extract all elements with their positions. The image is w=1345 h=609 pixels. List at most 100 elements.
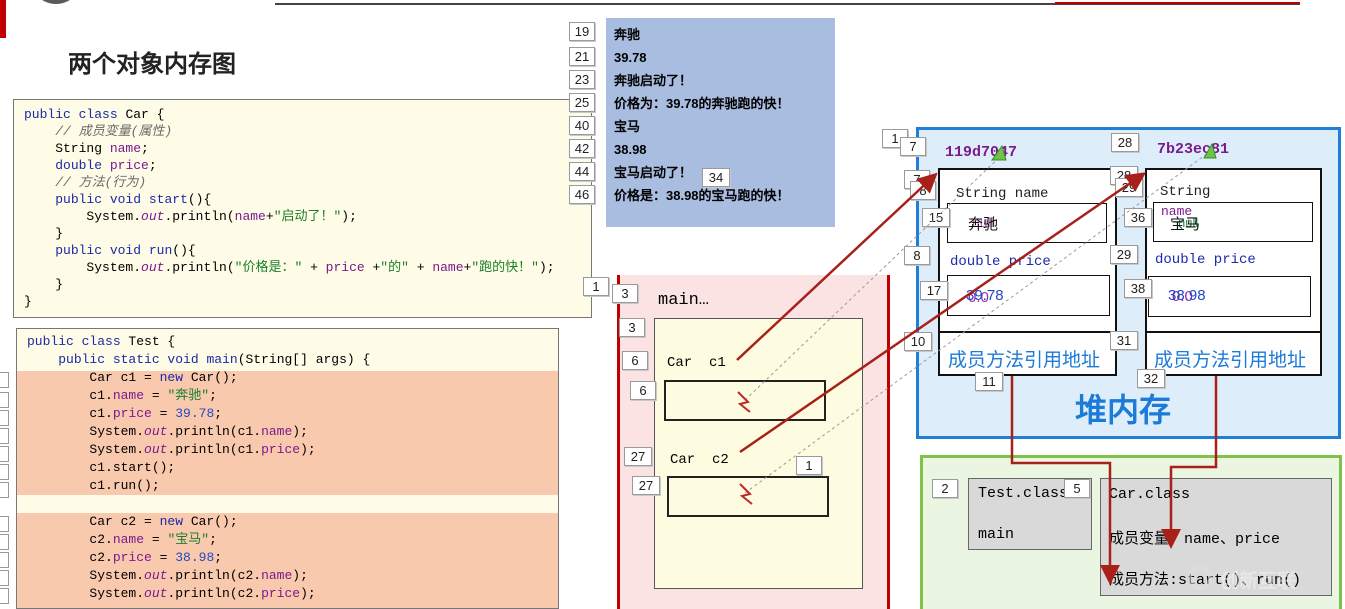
code-line: System.out.println(c1.price); bbox=[27, 442, 316, 457]
object2-name-value: 宝马 bbox=[1170, 216, 1201, 233]
step-marker: 46 bbox=[569, 185, 595, 204]
code-line: } bbox=[24, 294, 32, 309]
code-line: c1.start(); bbox=[27, 460, 176, 475]
object1-name-old-value: null bbox=[972, 214, 994, 230]
code-line: public void run(){ bbox=[55, 243, 196, 258]
code-line: String name; bbox=[24, 141, 149, 156]
code-line: c2.price = 38.98; bbox=[27, 550, 223, 565]
car-class-code-box: public class Car { // 成员变量(属性) String na… bbox=[13, 99, 592, 318]
step-marker: 40 bbox=[569, 116, 595, 135]
top-rule-red-segment bbox=[1055, 2, 1300, 4]
step-marker: 8 bbox=[904, 246, 930, 265]
step-marker: 3 bbox=[612, 284, 638, 303]
code-comment: // 方法(行为) bbox=[24, 175, 147, 190]
step-marker: 23 bbox=[569, 70, 595, 89]
watermark-text: 创新互联 bbox=[1220, 570, 1297, 592]
step-marker: 3 bbox=[619, 318, 645, 337]
object1-price-slot bbox=[947, 275, 1110, 316]
car-class-box bbox=[1100, 478, 1332, 596]
var-c1-label: Car c1 bbox=[667, 355, 726, 371]
step-marker: 27 bbox=[624, 447, 652, 466]
step-marker: 5 bbox=[1064, 479, 1090, 498]
heap-object-1-methods-row bbox=[938, 331, 1117, 376]
object2-method-ref-arrow bbox=[1161, 376, 1218, 549]
code-line: public static void main(String[] args) { bbox=[58, 352, 371, 367]
test-class-code-box: public class Test { public static void m… bbox=[16, 328, 559, 609]
object1-name-value: 奔驰 bbox=[968, 216, 999, 233]
green-flag-icon bbox=[991, 144, 1007, 161]
step-marker: 21 bbox=[569, 47, 595, 66]
step-marker: 25 bbox=[569, 93, 595, 112]
dashed-ref-line bbox=[744, 149, 1213, 494]
object2-name-old-value: null bbox=[1178, 215, 1199, 230]
step-marker: 10 bbox=[904, 332, 932, 351]
object2-price-old-value: 0.0 bbox=[1172, 288, 1193, 305]
output-line: 价格为：39.78的奔驰跑的快！ bbox=[614, 96, 790, 111]
object2-price-field-label: double price bbox=[1155, 252, 1256, 268]
step-marker: 2 bbox=[932, 479, 958, 498]
highlight-block-c1 bbox=[17, 371, 558, 495]
code-line: c1.price = 39.78; bbox=[27, 406, 223, 421]
output-line: 38.98 bbox=[614, 142, 647, 157]
step-marker: 17 bbox=[920, 281, 948, 300]
step-marker: 6 bbox=[630, 381, 656, 400]
code-line: public class Car { bbox=[24, 107, 165, 122]
step-marker: 1 bbox=[583, 277, 609, 296]
object1-method-ref-arrow bbox=[1010, 376, 1120, 585]
step-marker: 6 bbox=[622, 351, 648, 370]
object2-name-slot bbox=[1153, 202, 1313, 242]
code-line: c2.name = "宝马"; bbox=[27, 532, 217, 547]
c1-reference-arrow bbox=[736, 172, 938, 361]
clipped-step-markers bbox=[0, 370, 10, 609]
top-left-accent-bar bbox=[0, 0, 6, 38]
step-marker: 1 bbox=[796, 456, 822, 475]
test-class-name: Test.class bbox=[978, 485, 1069, 502]
var-c2-label: Car c2 bbox=[670, 452, 729, 468]
code-line: System.out.println("价格是：" + price +"的" +… bbox=[24, 260, 555, 275]
output-line: 奔驰启动了！ bbox=[614, 73, 693, 88]
output-line: 价格是：38.98的宝马跑的快！ bbox=[614, 188, 790, 203]
step-marker: 38 bbox=[1124, 279, 1152, 298]
object2-name-field-type: String bbox=[1160, 184, 1211, 200]
console-output-box: 奔驰 39.78 奔驰启动了！ 价格为：39.78的奔驰跑的快！ 宝马 38.9… bbox=[606, 18, 835, 227]
output-line: 宝马启动了！ bbox=[614, 165, 693, 180]
watermark-mark bbox=[1188, 566, 1212, 590]
reference-lightning-icon bbox=[739, 483, 753, 505]
object2-name-field-name: name bbox=[1161, 204, 1193, 219]
step-marker: 11 bbox=[975, 372, 1003, 391]
code-line: } bbox=[24, 277, 64, 292]
object2-price-slot bbox=[1148, 276, 1311, 317]
output-line: 宝马 bbox=[614, 119, 641, 134]
heap-object-2-methods-row bbox=[1145, 331, 1322, 376]
main-stack-frame bbox=[654, 318, 863, 589]
step-marker: 44 bbox=[569, 162, 595, 181]
code-line: } bbox=[24, 226, 64, 241]
object1-name-field-label: String name bbox=[956, 186, 1049, 202]
watermark-logo: 创新互联 bbox=[1186, 562, 1336, 596]
c2-reference-arrow bbox=[739, 172, 1147, 454]
object2-methods-ref: 成员方法引用地址 bbox=[1154, 349, 1307, 371]
output-line: 奔驰 bbox=[614, 27, 641, 42]
step-marker: 34 bbox=[702, 168, 730, 187]
output-line: 39.78 bbox=[614, 50, 647, 65]
heap-label: 堆内存 bbox=[1075, 391, 1172, 429]
object2-price-value: 38.98 bbox=[1168, 287, 1206, 304]
code-line: System.out.println(c2.name); bbox=[27, 568, 308, 583]
object1-price-field-label: double price bbox=[950, 254, 1051, 270]
code-line: c1.run(); bbox=[27, 478, 160, 493]
code-line: double price; bbox=[55, 158, 157, 173]
car-class-fields: 成员变量：name、price bbox=[1109, 531, 1281, 548]
code-comment: // 成员变量(属性) bbox=[24, 124, 173, 139]
test-class-main: main bbox=[978, 526, 1015, 543]
var-c2-slot bbox=[667, 476, 829, 517]
step-marker: 31 bbox=[1110, 331, 1138, 350]
step-marker: 42 bbox=[569, 139, 595, 158]
step-marker: 7 bbox=[900, 137, 926, 156]
reference-lightning-icon bbox=[737, 391, 751, 413]
green-flag-icon bbox=[1203, 142, 1217, 159]
object1-price-old-value: 0.0 bbox=[968, 289, 989, 306]
code-line: public class Test { bbox=[27, 334, 176, 349]
step-marker: 27 bbox=[632, 476, 660, 495]
step-marker: 28 bbox=[1111, 133, 1139, 152]
